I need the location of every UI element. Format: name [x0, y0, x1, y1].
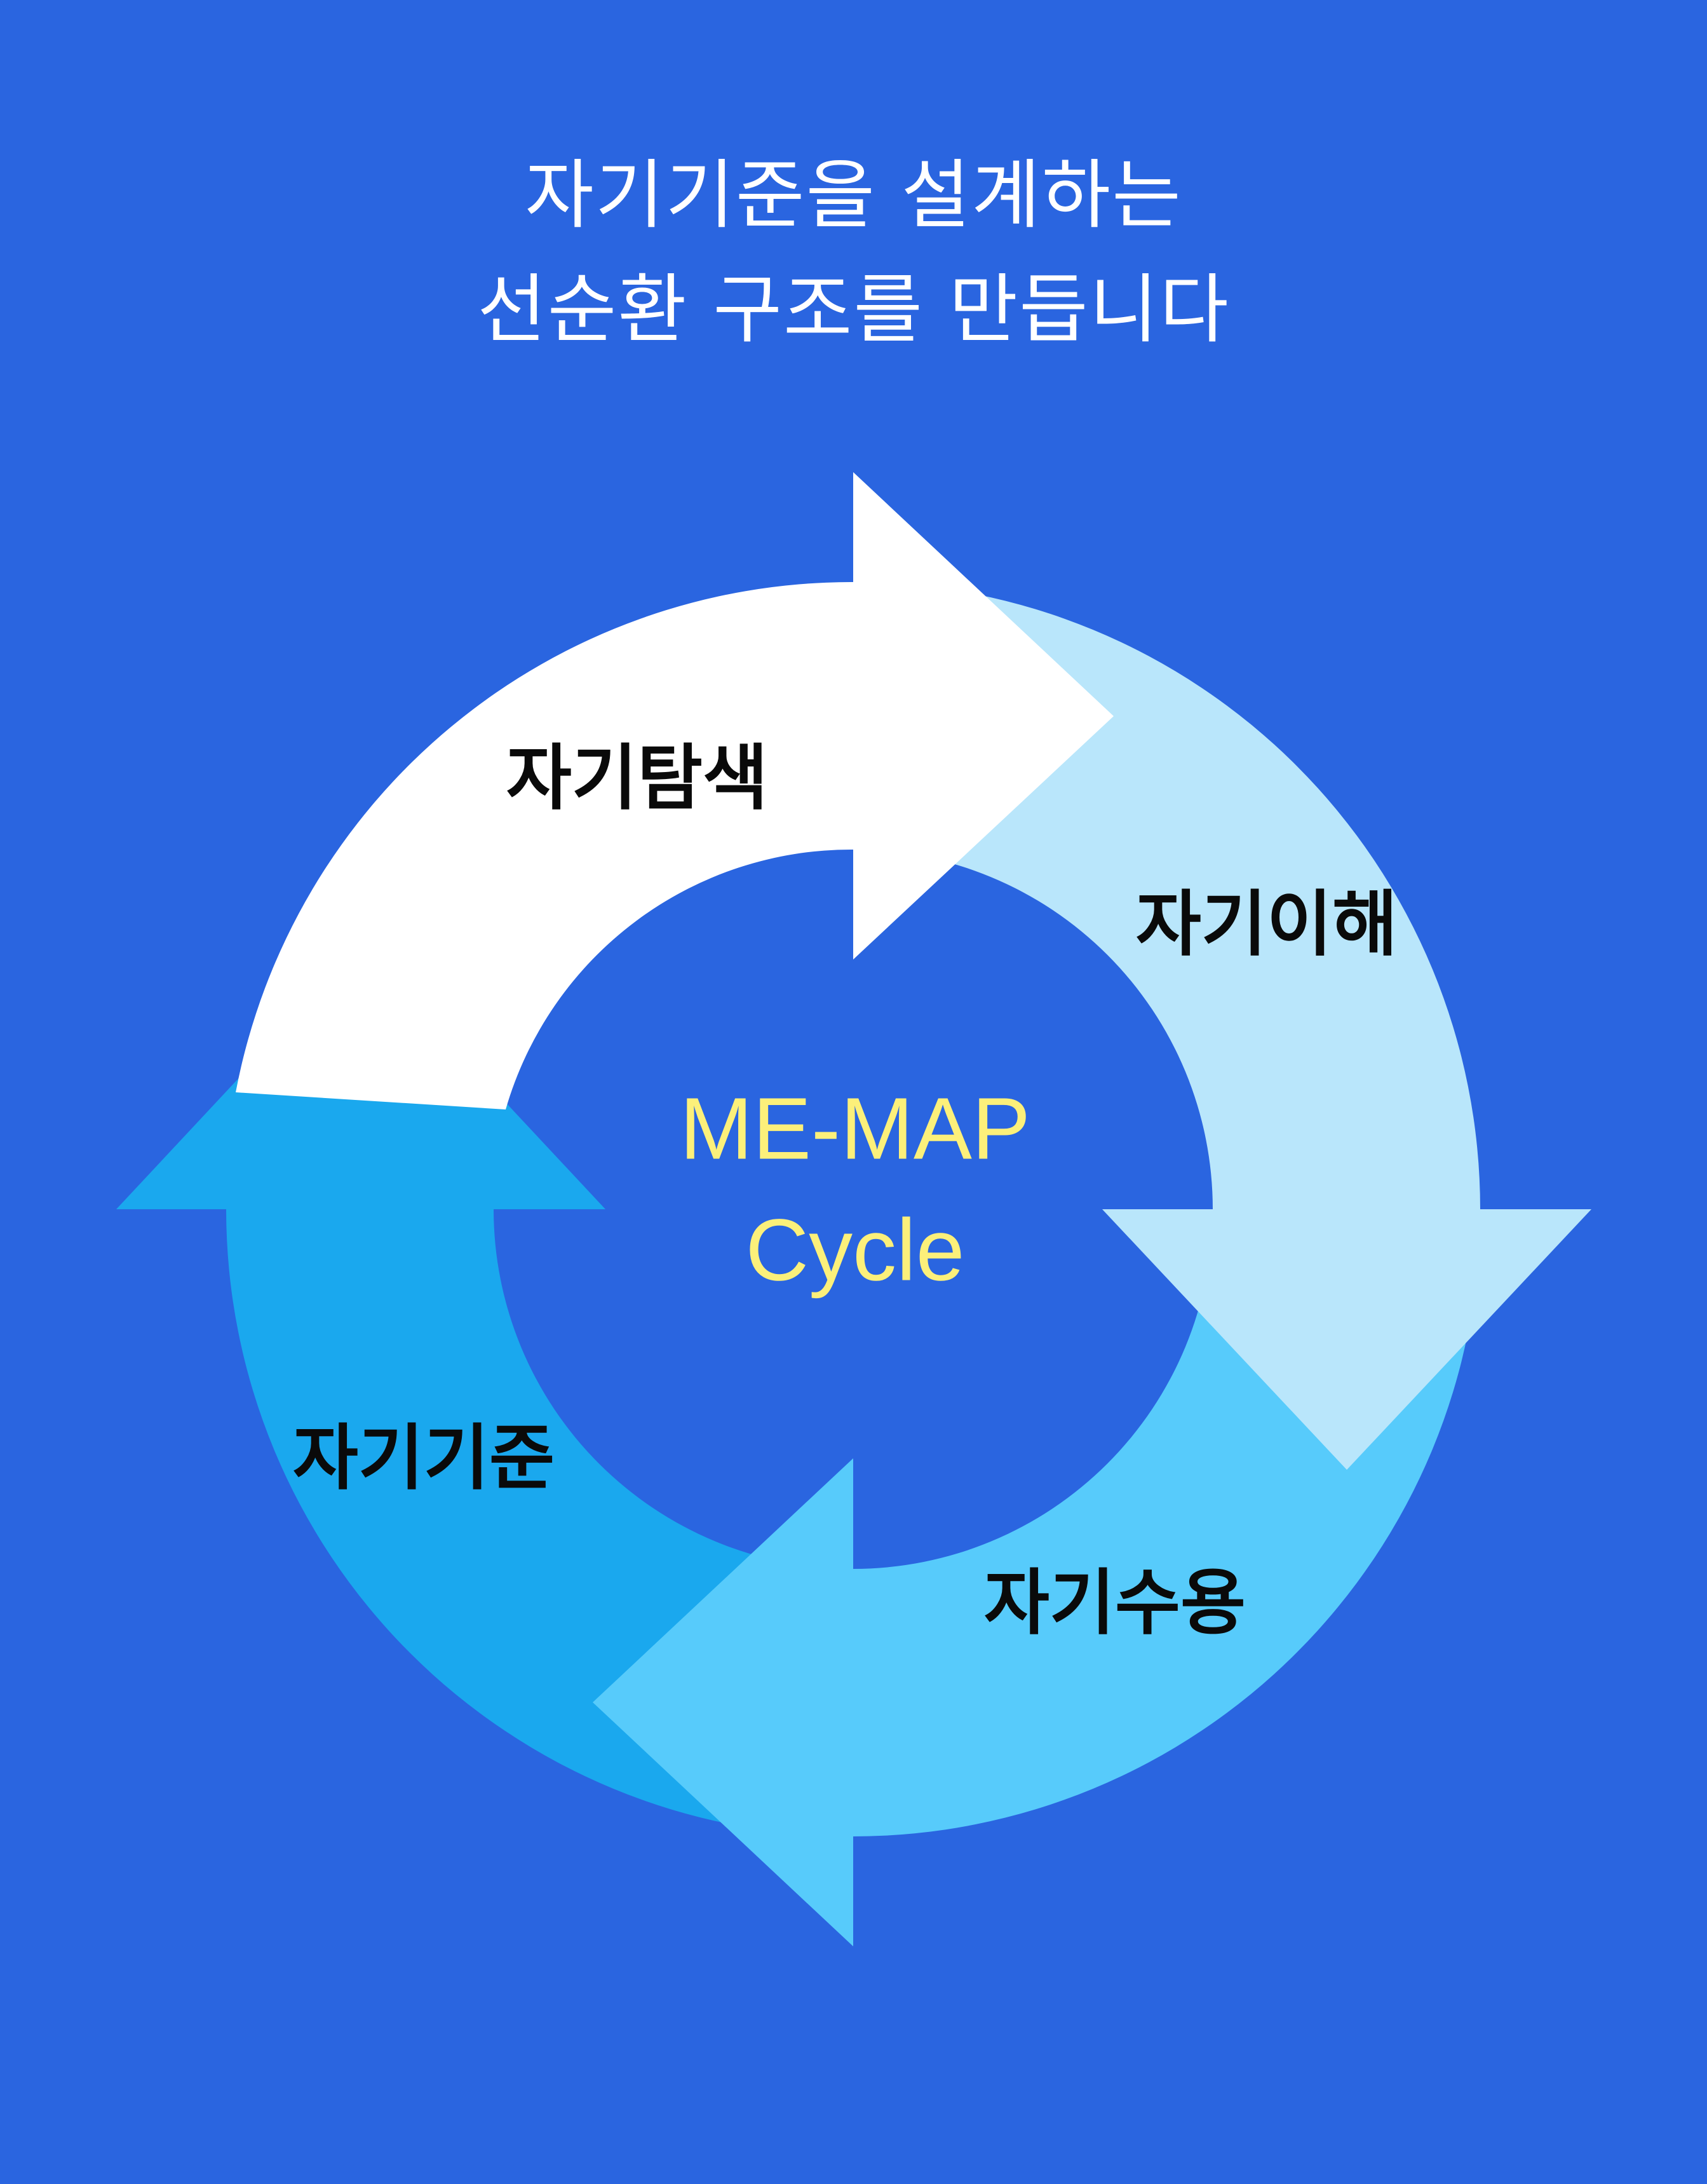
stage-arrow-self-understanding-head — [1102, 1209, 1591, 1470]
cycle-center-title-line-2: Cycle — [745, 1201, 964, 1299]
stage-arrow-self-exploration — [236, 472, 1114, 1109]
headline-line-1: 자기기준을 설계하는 — [525, 151, 1182, 239]
stage-label-self-acceptance: 자기수용 — [984, 1562, 1246, 1645]
stage-arrow-self-exploration-body — [236, 581, 853, 1109]
stage-arrow-self-exploration-head — [853, 472, 1114, 960]
cycle-center-title-line-1: ME-MAP — [680, 1080, 1030, 1177]
stage-label-self-exploration: 자기탐색 — [506, 737, 768, 820]
stage-label-self-standard: 자기기준 — [293, 1417, 555, 1500]
headline-line-2: 선순환 구조를 만듭니다 — [477, 266, 1230, 353]
stage-label-self-understanding: 자기이해 — [1136, 883, 1398, 966]
stage-arrow-self-acceptance-head — [593, 1458, 853, 1946]
